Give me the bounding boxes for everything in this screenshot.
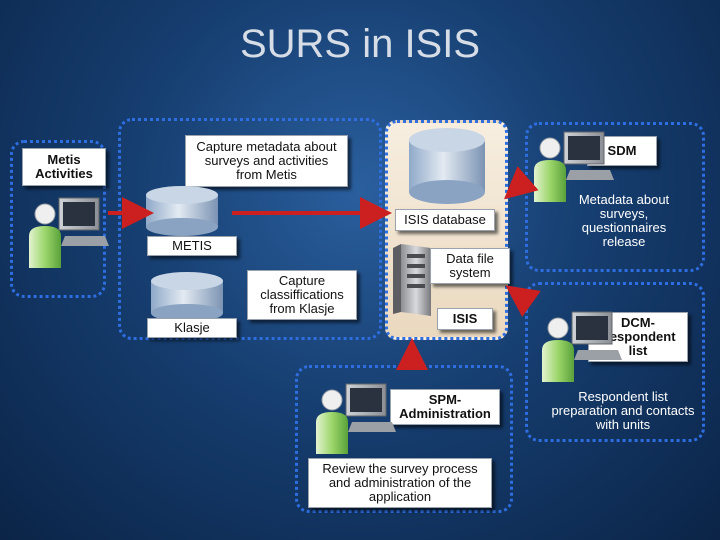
isis-database-icon — [409, 128, 485, 204]
arrow-sdm-to-isis — [503, 166, 539, 200]
arrow-dcm-to-isis — [505, 285, 541, 317]
isis-database-label: ISIS database — [395, 209, 495, 231]
metis-klasje-panel — [118, 118, 382, 340]
page-title: SURS in ISIS — [239, 22, 481, 66]
metis-database-icon — [146, 186, 218, 236]
metis-activities-label: Metis Activities — [22, 148, 106, 186]
sdm-description: Metadata about surveys, questionnaires r… — [578, 192, 670, 249]
klasje-database-label: Klasje — [147, 318, 237, 338]
user-computer-icon — [316, 383, 396, 454]
user-computer-icon — [29, 197, 109, 268]
metis-activities-panel — [10, 140, 106, 298]
spm-label: SPM-Administration — [390, 389, 500, 425]
capture-classifications-label: Capture classiffications from Klasje — [247, 270, 357, 320]
dcm-description: Respondent list preparation and contacts… — [551, 389, 695, 432]
klasje-database-icon — [151, 272, 223, 322]
user-computer-icon — [534, 131, 614, 202]
isis-label: ISIS — [437, 308, 493, 330]
spm-description: Review the survey process and administra… — [308, 458, 492, 508]
server-icon — [393, 244, 431, 316]
dcm-panel — [525, 282, 705, 442]
user-computer-icon — [542, 311, 622, 382]
capture-metadata-label: Capture metadata about surveys and activ… — [185, 135, 348, 187]
data-file-system-label: Data file system — [430, 248, 510, 284]
metis-database-label: METIS — [147, 236, 237, 256]
